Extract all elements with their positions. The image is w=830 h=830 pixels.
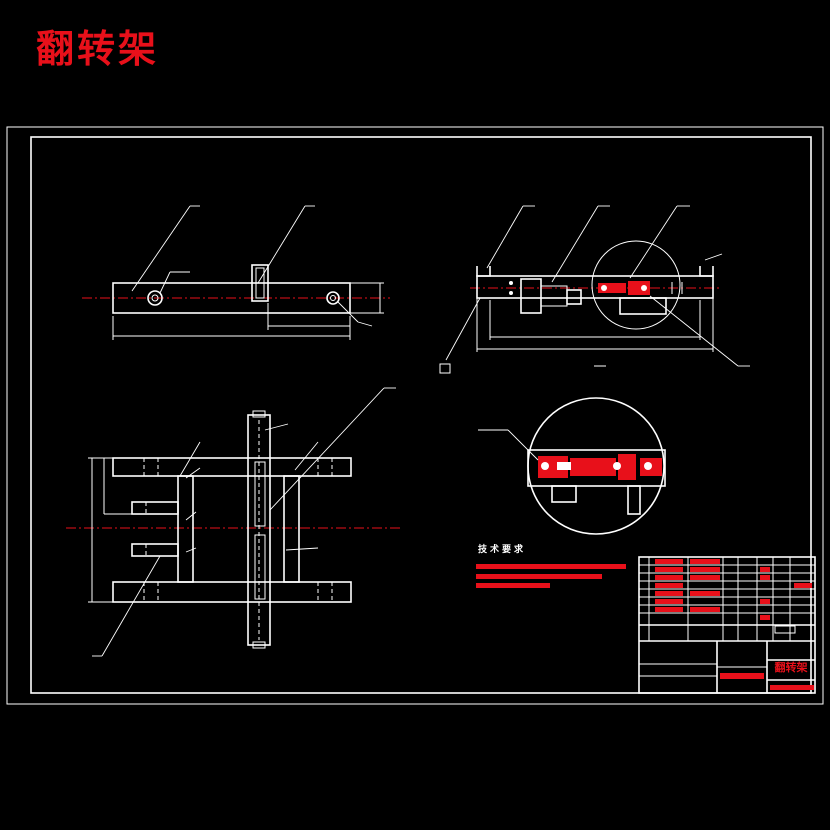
side-beam xyxy=(476,275,714,299)
detail-circle xyxy=(591,240,681,330)
plan-center-bar xyxy=(247,414,271,646)
detail-view xyxy=(478,397,666,535)
plan-rail-bottom xyxy=(112,581,352,603)
tech-notes-lines xyxy=(476,564,626,588)
notes-heading: 技术要求 xyxy=(478,543,526,555)
front-bracket xyxy=(251,264,269,302)
inner-border xyxy=(30,136,812,694)
outer-border xyxy=(6,126,824,705)
front-beam xyxy=(112,282,351,314)
front-hole-left xyxy=(147,290,163,306)
title-block-name: 翻转架 xyxy=(775,660,808,674)
page-title: 翻转架 xyxy=(36,26,160,71)
plan-view xyxy=(66,387,400,657)
plan-rail-top xyxy=(112,457,352,477)
side-view xyxy=(439,205,750,374)
front-hole-right xyxy=(326,291,340,305)
front-view xyxy=(82,205,390,340)
title-block xyxy=(638,556,816,694)
